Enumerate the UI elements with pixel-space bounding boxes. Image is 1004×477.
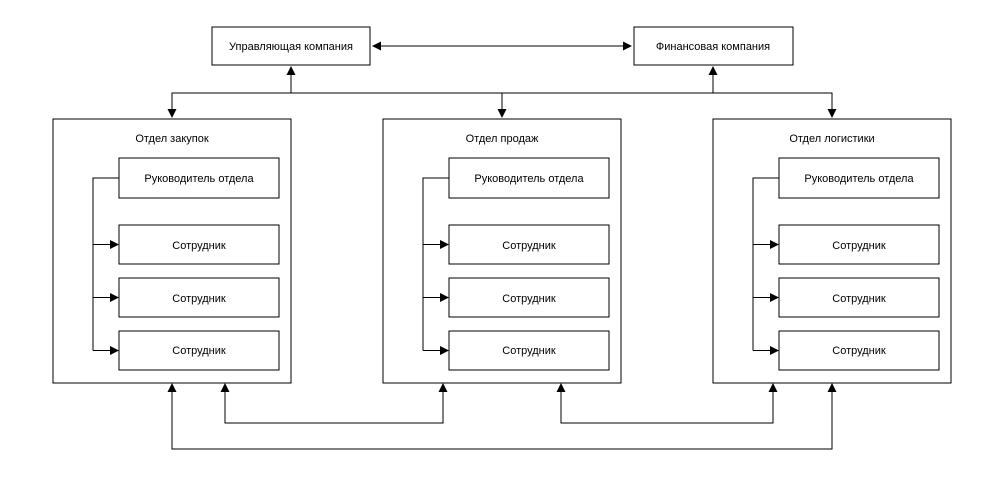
arrowhead-left [372, 41, 381, 51]
employee-label: Сотрудник [172, 345, 226, 357]
arrowhead-employee-3 [440, 346, 449, 355]
employee-box [448, 277, 610, 318]
arrowhead-up-sales [556, 383, 566, 392]
employee-box [118, 224, 280, 265]
department-purchasing: Отдел закупок Руководитель отдела Сотруд… [52, 118, 292, 384]
arrowhead-down-dept-sales [497, 109, 507, 118]
arrowhead-right [623, 41, 632, 51]
edge-management-finance [372, 41, 632, 51]
arrowhead-employee-3 [110, 346, 119, 355]
edge-sales-logistics [556, 383, 778, 424]
edge-top-bus [167, 66, 837, 118]
employee-label: Сотрудник [832, 240, 886, 252]
arrowhead-employee-3 [770, 346, 779, 355]
finance-company-box [633, 26, 794, 66]
manager-box [448, 157, 610, 199]
arrowhead-up-logistics [768, 383, 778, 392]
employee-label: Сотрудник [832, 345, 886, 357]
employee-label: Сотрудник [502, 345, 556, 357]
node-management-company: Управляющая компания [211, 26, 371, 66]
arrowhead-employee-2 [770, 293, 779, 302]
employee-box [448, 224, 610, 265]
arrowhead-up-purchasing [220, 383, 230, 392]
department-title: Отдел закупок [135, 133, 209, 145]
arrowhead-employee-2 [440, 293, 449, 302]
manager-box [118, 157, 280, 199]
manager-label: Руководитель отдела [804, 173, 914, 185]
finance-company-label: Финансовая компания [656, 41, 770, 53]
department-sales: Отдел продаж Руководитель отдела Сотрудн… [382, 118, 622, 384]
department-logistics: Отдел логистики Руководитель отдела Сотр… [712, 118, 952, 384]
arrowhead-down-dept-purchasing [167, 109, 177, 118]
arrowhead-employee-1 [440, 240, 449, 249]
employee-box [778, 277, 940, 318]
edge-line [560, 392, 774, 424]
arrowhead-employee-1 [110, 240, 119, 249]
manager-employees-connector [752, 177, 779, 351]
employee-label: Сотрудник [502, 240, 556, 252]
management-company-label: Управляющая компания [229, 41, 353, 53]
manager-box [778, 157, 940, 199]
edge-purchasing-sales [220, 383, 448, 424]
manager-label: Руководитель отдела [144, 173, 254, 185]
manager-label: Руководитель отдела [474, 173, 584, 185]
employee-box [778, 330, 940, 371]
edge-line [171, 392, 833, 450]
arrowhead-up-purchasing [167, 383, 177, 392]
employee-box [118, 277, 280, 318]
employee-box [118, 330, 280, 371]
arrowhead-employee-2 [110, 293, 119, 302]
arrowhead-up-management [286, 66, 296, 75]
department-title: Отдел продаж [466, 133, 539, 145]
manager-employees-connector [92, 177, 119, 351]
node-finance-company: Финансовая компания [633, 26, 794, 66]
arrowhead-employee-1 [770, 240, 779, 249]
edge-line [224, 392, 444, 424]
department-title: Отдел логистики [789, 133, 874, 145]
employee-box [778, 224, 940, 265]
employee-label: Сотрудник [832, 293, 886, 305]
employee-label: Сотрудник [172, 240, 226, 252]
arrowhead-up-logistics [827, 383, 837, 392]
employee-label: Сотрудник [172, 293, 226, 305]
manager-employees-connector [422, 177, 449, 351]
management-company-box [211, 26, 371, 66]
employee-label: Сотрудник [502, 293, 556, 305]
arrowhead-down-dept-logistics [827, 109, 837, 118]
edge-purchasing-logistics [167, 383, 837, 450]
arrowhead-up-sales [438, 383, 448, 392]
arrowhead-up-finance [708, 66, 718, 75]
